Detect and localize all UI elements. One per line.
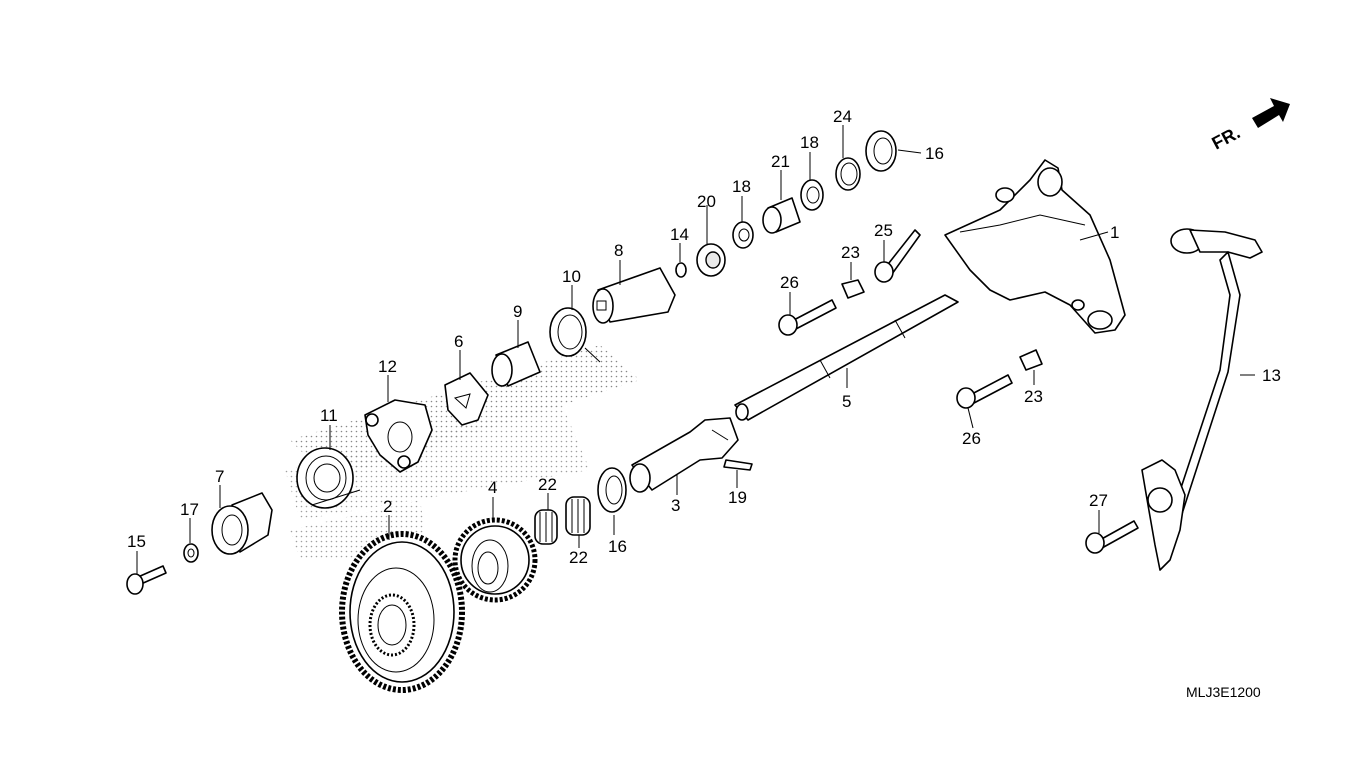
part-return-spring bbox=[296, 447, 361, 509]
part-pin bbox=[723, 459, 753, 471]
part-bolt-small bbox=[126, 565, 167, 595]
callout-21: 21 bbox=[771, 152, 790, 171]
callout-5: 5 bbox=[842, 392, 851, 411]
callout-1: 1 bbox=[1110, 223, 1119, 242]
callout-22-lower: 22 bbox=[569, 548, 588, 567]
part-housing bbox=[944, 159, 1126, 334]
part-tiny-washer bbox=[675, 262, 687, 278]
part-bolt-26-upper bbox=[778, 299, 837, 336]
callout-10: 10 bbox=[562, 267, 581, 286]
callout-11: 11 bbox=[320, 406, 338, 425]
callout-18-left: 18 bbox=[732, 177, 751, 196]
callout-26-lower: 26 bbox=[962, 429, 981, 448]
part-small-washer bbox=[183, 543, 199, 563]
part-washer-lower bbox=[597, 467, 627, 513]
callout-4: 4 bbox=[488, 478, 497, 497]
part-shift-lever bbox=[1141, 228, 1263, 571]
callout-16-upper: 16 bbox=[925, 144, 944, 163]
callout-14: 14 bbox=[670, 225, 689, 244]
callout-12: 12 bbox=[378, 357, 397, 376]
part-bearing bbox=[762, 197, 801, 234]
front-direction-arrow-icon: FR. bbox=[1208, 98, 1290, 154]
part-thin-washer-a bbox=[732, 221, 754, 249]
callout-18-right: 18 bbox=[800, 133, 819, 152]
part-bushing bbox=[491, 341, 541, 387]
callout-7: 7 bbox=[215, 467, 224, 486]
callout-3: 3 bbox=[671, 496, 680, 515]
callout-26-upper: 26 bbox=[780, 273, 799, 292]
part-bolt-27 bbox=[1085, 520, 1139, 554]
callout-16-lower: 16 bbox=[608, 537, 627, 556]
part-thin-washer-b bbox=[800, 179, 824, 211]
part-dowel-upper bbox=[841, 279, 865, 299]
callout-25: 25 bbox=[874, 221, 893, 240]
part-small-gear bbox=[452, 517, 538, 603]
leader-lines bbox=[136, 125, 1255, 574]
callout-27: 27 bbox=[1089, 491, 1108, 510]
part-spindle bbox=[592, 267, 676, 324]
part-bolt-26-lower bbox=[956, 374, 1013, 409]
callout-23-upper: 23 bbox=[841, 243, 860, 262]
callout-17: 17 bbox=[180, 500, 199, 519]
callout-15: 15 bbox=[127, 532, 146, 551]
callout-24: 24 bbox=[833, 107, 852, 126]
callout-19: 19 bbox=[728, 488, 747, 507]
part-spring-coil bbox=[549, 307, 601, 363]
part-large-gear bbox=[339, 531, 465, 693]
callout-labels: 1 2 3 4 5 6 7 8 9 10 11 12 13 14 15 16 1… bbox=[127, 107, 1281, 567]
part-sleeve bbox=[629, 417, 739, 493]
part-bolt-25 bbox=[874, 229, 921, 283]
part-collar bbox=[211, 492, 273, 555]
callout-23-lower: 23 bbox=[1024, 387, 1043, 406]
part-seal bbox=[696, 243, 726, 277]
part-washer-upper bbox=[865, 130, 897, 172]
diagram-code: MLJ3E1200 bbox=[1186, 684, 1261, 700]
part-shaft bbox=[734, 294, 959, 421]
part-needle-bearing-a bbox=[534, 509, 558, 545]
callout-6: 6 bbox=[454, 332, 463, 351]
part-ratchet-plate bbox=[444, 372, 489, 426]
part-dowel-lower bbox=[1019, 349, 1043, 371]
callout-8: 8 bbox=[614, 241, 623, 260]
callout-22-upper: 22 bbox=[538, 475, 557, 494]
part-needle-bearing-b bbox=[565, 496, 591, 536]
callout-20: 20 bbox=[697, 192, 716, 211]
callout-9: 9 bbox=[513, 302, 522, 321]
callout-13: 13 bbox=[1262, 366, 1281, 385]
callout-2: 2 bbox=[383, 497, 392, 516]
part-stopper-plate bbox=[364, 399, 433, 473]
front-label: FR. bbox=[1208, 122, 1243, 153]
part-circlip bbox=[835, 157, 861, 191]
